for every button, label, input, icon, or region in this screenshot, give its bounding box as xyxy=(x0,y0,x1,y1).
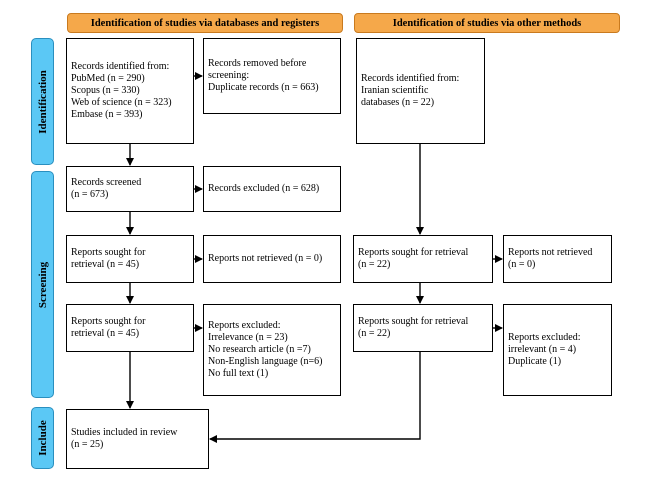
other-records-identified-box: Records identified from: Iranian scienti… xyxy=(356,38,485,144)
box-line: Reports not retrieved xyxy=(508,247,593,258)
other-reports-excluded-box: Reports excluded: irrelevant (n = 4) Dup… xyxy=(503,304,612,396)
phase-screening: Screening xyxy=(31,171,54,398)
box-line: Iranian scientific xyxy=(361,85,429,96)
box-line: irrelevant (n = 4) xyxy=(508,344,577,355)
box-line: Embase (n = 393) xyxy=(71,109,143,120)
other-reports-not-retrieved-box: Reports not retrieved (n = 0) xyxy=(503,235,612,283)
box-line: Records removed before xyxy=(208,58,307,69)
box-line: Records identified from: xyxy=(71,61,170,72)
box-line: (n = 22) xyxy=(358,259,391,270)
box-line: retrieval (n = 45) xyxy=(71,328,140,339)
box-line: No full text (1) xyxy=(208,368,269,379)
box-line: Records identified from: xyxy=(361,73,460,84)
records-excluded-box: Records excluded (n = 628) xyxy=(203,166,341,212)
box-line: No research article (n =7) xyxy=(208,344,311,355)
reports-not-retrieved-box: Reports not retrieved (n = 0) xyxy=(203,235,341,283)
box-line: Non-English language (n=6) xyxy=(208,356,323,367)
box-line: (n = 22) xyxy=(358,328,391,339)
box-line: Reports excluded: xyxy=(508,332,581,343)
other-reports-sought-box-2: Reports sought for retrieval (n = 22) xyxy=(353,304,493,352)
studies-included-box: Studies included in review (n = 25) xyxy=(66,409,209,469)
phase-identification: Identification xyxy=(31,38,54,165)
box-line: screening: xyxy=(208,70,250,81)
box-line: Studies included in review xyxy=(71,427,178,438)
reports-excluded-box: Reports excluded: Irrelevance (n = 23) N… xyxy=(203,304,341,396)
box-line: (n = 673) xyxy=(71,189,109,200)
box-line: Records screened xyxy=(71,177,142,188)
box-line: Scopus (n = 330) xyxy=(71,85,140,96)
records-identified-box: Records identified from: PubMed (n = 290… xyxy=(66,38,194,144)
phase-include: Include xyxy=(31,407,54,469)
reports-sought-box-2: Reports sought for retrieval (n = 45) xyxy=(66,304,194,352)
box-line: Records excluded (n = 628) xyxy=(208,183,320,194)
box-line: Duplicate records (n = 663) xyxy=(208,82,319,93)
box-line: databases (n = 22) xyxy=(361,97,435,108)
box-line: Web of science (n = 323) xyxy=(71,97,172,108)
box-line: Irrelevance (n = 23) xyxy=(208,332,288,343)
records-screened-box: Records screened (n = 673) xyxy=(66,166,194,212)
box-line: Reports sought for xyxy=(71,316,146,327)
box-line: (n = 0) xyxy=(508,259,536,270)
box-line: Reports not retrieved (n = 0) xyxy=(208,253,323,264)
records-removed-box: Records removed before screening: Duplic… xyxy=(203,38,341,114)
box-line: Reports sought for xyxy=(71,247,146,258)
box-line: Duplicate (1) xyxy=(508,356,562,367)
box-line: retrieval (n = 45) xyxy=(71,259,140,270)
box-line: Reports sought for retrieval xyxy=(358,247,469,258)
header-databases: Identification of studies via databases … xyxy=(67,13,343,33)
box-line: PubMed (n = 290) xyxy=(71,73,145,84)
header-other-methods: Identification of studies via other meth… xyxy=(354,13,620,33)
box-line: Reports sought for retrieval xyxy=(358,316,469,327)
other-reports-sought-box-1: Reports sought for retrieval (n = 22) xyxy=(353,235,493,283)
box-line: Reports excluded: xyxy=(208,320,281,331)
box-line: (n = 25) xyxy=(71,439,104,450)
arrow-other-to-included xyxy=(209,352,421,443)
reports-sought-box-1: Reports sought for retrieval (n = 45) xyxy=(66,235,194,283)
